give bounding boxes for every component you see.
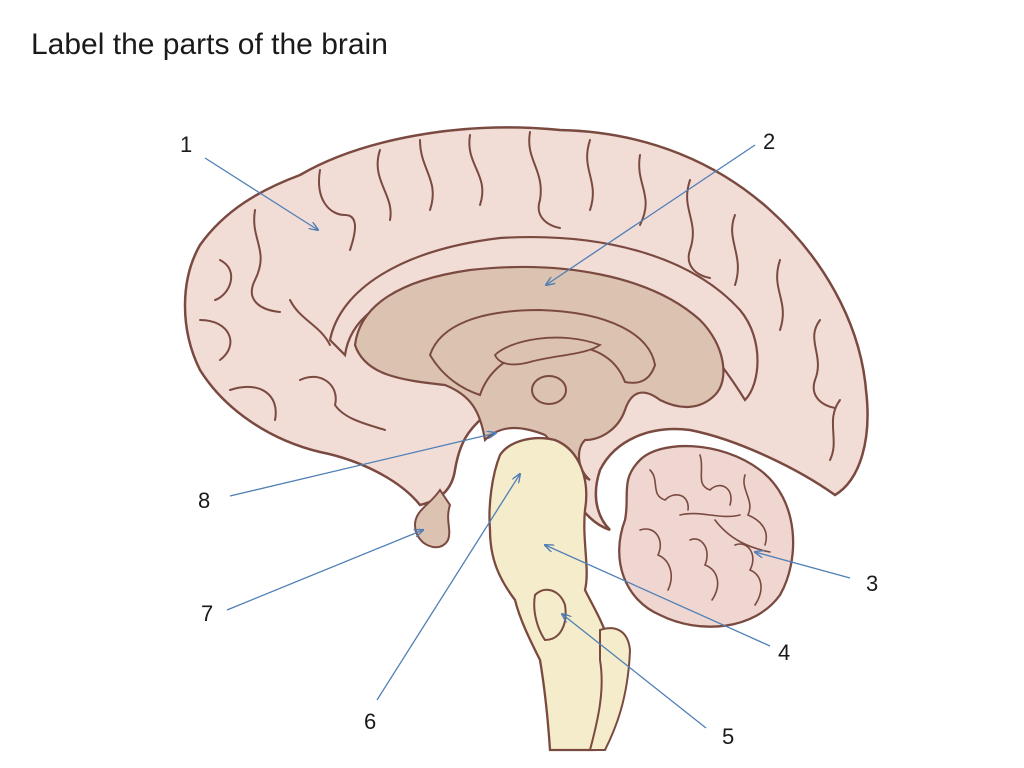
label-number-7: 7: [201, 601, 214, 626]
pointer-7: [226, 530, 423, 611]
label-number-4: 4: [778, 640, 791, 665]
pointer-4: [545, 545, 771, 647]
label-number-6: 6: [364, 709, 377, 734]
fornix: [428, 308, 657, 397]
label-number-1: 1: [180, 132, 193, 157]
pointer-lines: [204, 144, 851, 729]
cerebellum: [618, 444, 795, 628]
medulla-bulge: [533, 588, 567, 642]
label-number-2: 2: [763, 129, 776, 154]
corpus-callosum: [353, 265, 725, 481]
spinal-cord-outer: [588, 627, 632, 751]
thalamus-mass: [531, 375, 567, 405]
label-number-5: 5: [722, 724, 735, 749]
label-number-3: 3: [866, 571, 879, 596]
pointer-2: [546, 144, 756, 285]
cortex-sulci: [199, 131, 841, 461]
pointer-6: [376, 474, 520, 701]
lateral-ventricle: [493, 336, 602, 366]
label-number-8: 8: [198, 488, 211, 513]
pointer-5: [562, 614, 707, 729]
page-title: Label the parts of the brain: [31, 28, 388, 61]
pointer-8: [229, 433, 496, 497]
pointer-1: [204, 157, 318, 230]
pointer-3: [755, 552, 851, 579]
